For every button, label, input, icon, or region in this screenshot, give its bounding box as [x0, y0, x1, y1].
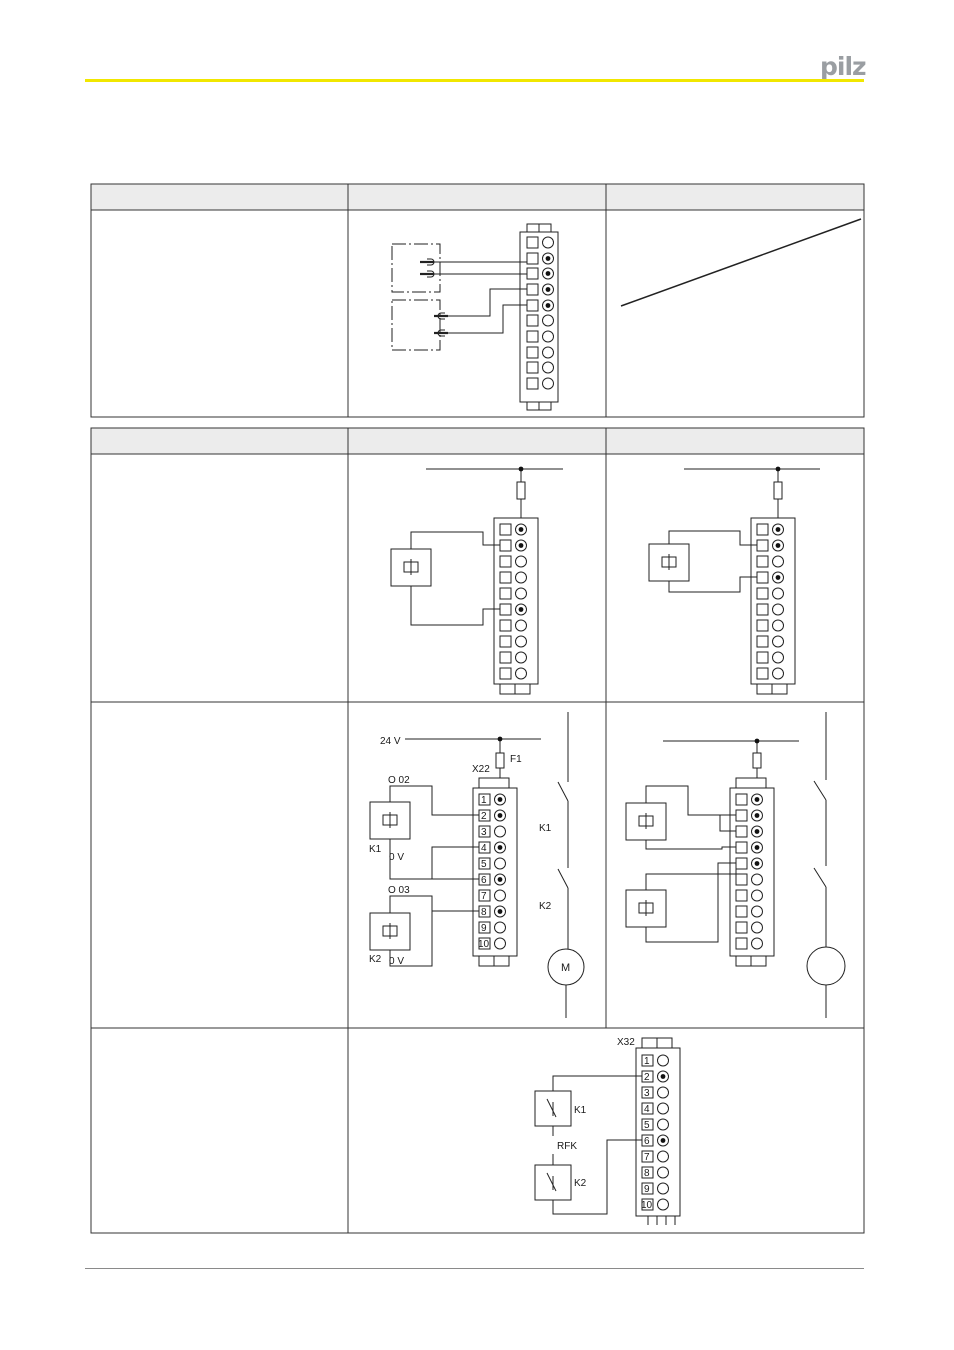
x32-label: X32: [617, 1037, 635, 1048]
dual-output-diagram-b: [625, 712, 846, 1018]
output-2-label: O 03: [388, 885, 410, 896]
fuse-label: F1: [510, 754, 522, 765]
table-1: [90, 183, 865, 418]
feedback-loop-diagram: X32 K1 RFK K2 1 2 3 4 5 6 7 8 9 10: [534, 1037, 681, 1225]
zero-v-2-label: 0 V: [389, 956, 404, 967]
svg-text:5: 5: [644, 1120, 650, 1131]
svg-text:1: 1: [644, 1056, 650, 1067]
svg-text:8: 8: [481, 907, 487, 918]
svg-text:2: 2: [481, 811, 487, 822]
x32-terminal-numbers: 1 2 3 4 5 6 7 8 9 10: [641, 1056, 653, 1211]
svg-text:8: 8: [644, 1168, 650, 1179]
output-1-label: O 02: [388, 775, 410, 786]
feedback-contact-2-label: K2: [574, 1178, 587, 1189]
footer-rule: [85, 1268, 864, 1269]
svg-text:3: 3: [481, 827, 487, 838]
svg-text:6: 6: [644, 1136, 650, 1147]
single-output-diagram-b: [648, 466, 820, 695]
rfk-label: RFK: [557, 1141, 577, 1152]
svg-text:4: 4: [481, 843, 487, 854]
header-rule: [85, 79, 864, 82]
single-output-diagram-a: [390, 466, 563, 695]
svg-text:7: 7: [644, 1152, 650, 1163]
svg-text:5: 5: [481, 859, 487, 870]
table-2: [90, 427, 865, 1234]
motor-label: M: [561, 962, 570, 974]
feedback-contact-1-label: K1: [574, 1105, 587, 1116]
not-applicable-strike: [620, 218, 862, 307]
svg-text:1: 1: [481, 795, 487, 806]
dual-output-diagram-a: 24 V F1 X22 O 02 K1 0 V O 03 K2 0 V K1 K…: [369, 712, 585, 1018]
supply-label: 24 V: [380, 736, 401, 747]
relay-2-label: K2: [369, 954, 382, 965]
svg-text:7: 7: [481, 891, 487, 902]
zero-v-1-label: 0 V: [389, 852, 404, 863]
svg-text:3: 3: [644, 1088, 650, 1099]
pilz-logo: pilz: [820, 52, 867, 81]
svg-text:4: 4: [644, 1104, 650, 1115]
svg-text:9: 9: [644, 1184, 650, 1195]
contact-2-label: K2: [539, 901, 552, 912]
connector-label: X22: [472, 764, 490, 775]
svg-text:10: 10: [478, 939, 490, 950]
svg-text:2: 2: [644, 1072, 650, 1083]
svg-text:10: 10: [641, 1200, 653, 1211]
svg-text:9: 9: [481, 923, 487, 934]
contact-1-label: K1: [539, 823, 552, 834]
svg-text:6: 6: [481, 875, 487, 886]
relay-1-label: K1: [369, 844, 382, 855]
x22-terminal-numbers: 1 2 3 4 5 6 7 8 9 10: [478, 795, 490, 950]
input-connector-terminals: [526, 236, 554, 390]
